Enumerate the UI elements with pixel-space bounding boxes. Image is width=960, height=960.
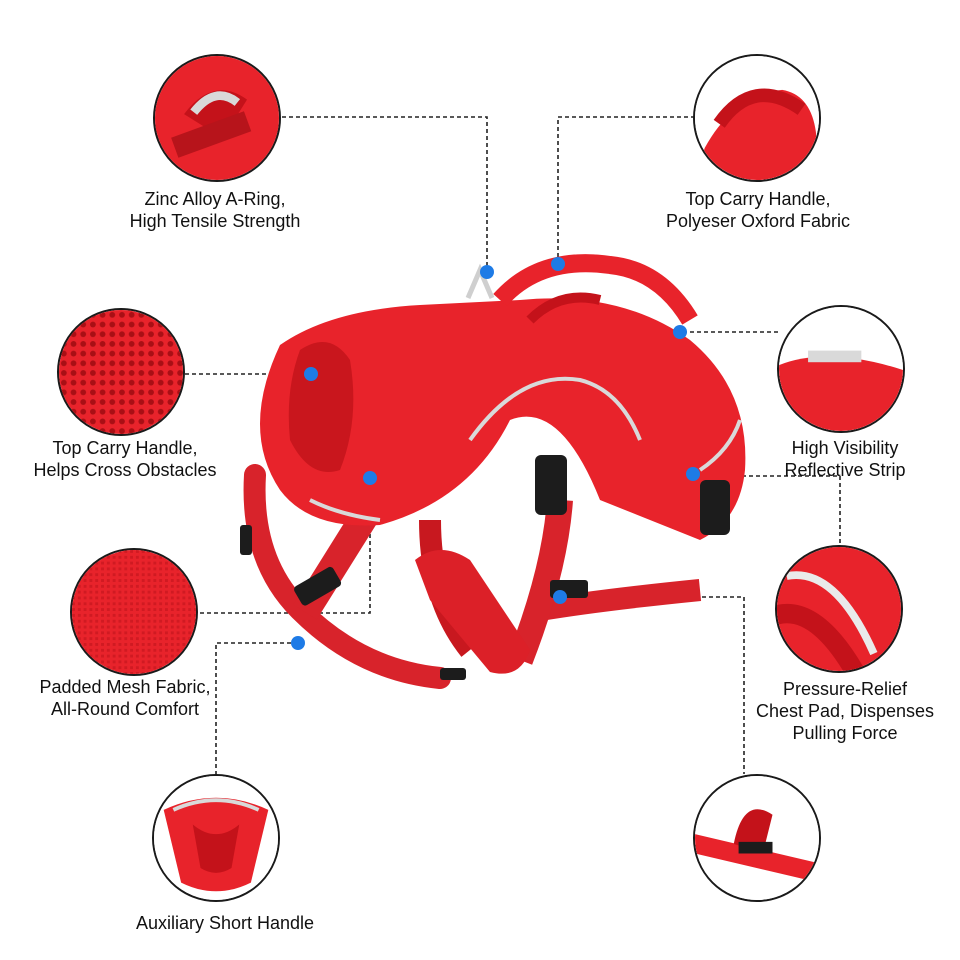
detail-chest-pad-image xyxy=(693,774,821,902)
detail-reflective-image xyxy=(775,545,903,673)
detail-reflective-top-image xyxy=(777,305,905,433)
label-obstacles-line2: Helps Cross Obstacles xyxy=(33,460,217,480)
detail-mesh-image xyxy=(70,548,198,676)
marker-top-handle xyxy=(551,257,565,271)
label-top-handle: Top Carry Handle, Polyeser Oxford Fabric xyxy=(648,188,868,232)
label-mesh: Padded Mesh Fabric, All-Round Comfort xyxy=(30,676,220,720)
marker-reflective-top xyxy=(673,325,687,339)
label-top-handle-line2: Polyeser Oxford Fabric xyxy=(665,211,851,231)
label-a-ring-line1: Zinc Alloy A-Ring, xyxy=(144,189,286,209)
label-obstacles-line1: Top Carry Handle, xyxy=(52,438,198,458)
marker-chest-pad xyxy=(553,590,567,604)
marker-mesh xyxy=(363,471,377,485)
label-obstacles: Top Carry Handle, Helps Cross Obstacles xyxy=(20,437,230,481)
label-short-handle: Auxiliary Short Handle xyxy=(115,912,335,934)
label-a-ring-line2: High Tensile Strength xyxy=(129,211,301,231)
label-reflective: High Visibility Reflective Strip xyxy=(770,437,920,481)
label-top-handle-line1: Top Carry Handle, xyxy=(685,189,831,209)
marker-a-ring xyxy=(480,265,494,279)
label-mesh-line2: All-Round Comfort xyxy=(50,699,200,719)
label-a-ring: Zinc Alloy A-Ring, High Tensile Strength xyxy=(110,188,320,232)
marker-reflective xyxy=(686,467,700,481)
label-mesh-line1: Padded Mesh Fabric, xyxy=(39,677,211,697)
detail-short-handle-image xyxy=(152,774,280,902)
label-reflective-line2: Reflective Strip xyxy=(784,460,906,480)
label-chest-pad-line2: Chest Pad, Dispenses xyxy=(755,701,935,721)
marker-short-handle xyxy=(291,636,305,650)
label-chest-pad-line1: Pressure-Relief xyxy=(782,679,908,699)
label-reflective-line1: High Visibility xyxy=(791,438,899,458)
detail-top-handle-image xyxy=(693,54,821,182)
label-short-handle-line1: Auxiliary Short Handle xyxy=(135,913,315,933)
label-chest-pad-line3: Pulling Force xyxy=(792,723,898,743)
marker-obstacles xyxy=(304,367,318,381)
label-chest-pad: Pressure-Relief Chest Pad, Dispenses Pul… xyxy=(745,678,945,744)
detail-a-ring-image xyxy=(153,54,281,182)
detail-obstacles-image xyxy=(57,308,185,436)
